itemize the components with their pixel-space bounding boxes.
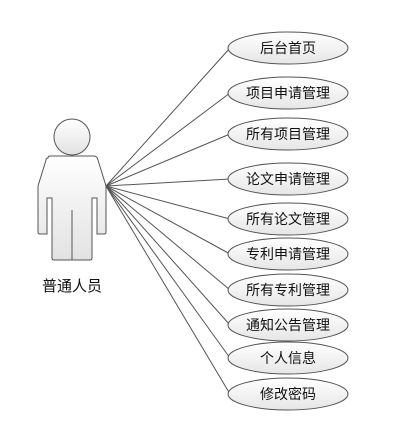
use-case-label: 修改密码 [260, 386, 316, 403]
actor-figure [37, 118, 107, 261]
use-case-list: 后台首页项目申请管理所有项目管理论文申请管理所有论文管理专利申请管理所有专利管理… [227, 31, 349, 411]
use-case-label: 专利申请管理 [246, 247, 330, 263]
use-case-ellipse [227, 341, 349, 375]
use-case-ellipse [227, 273, 349, 307]
use-case-label: 通知公告管理 [246, 317, 330, 334]
use-case-label: 所有论文管理 [246, 212, 330, 228]
association-line [105, 133, 231, 187]
use-case-ellipse [227, 76, 349, 110]
association-line [105, 185, 231, 359]
use-case: 后台首页 [227, 31, 349, 65]
association-line [105, 47, 231, 187]
use-case: 所有项目管理 [227, 117, 349, 151]
use-case-label: 论文申请管理 [246, 172, 330, 188]
use-case-ellipse [227, 308, 349, 342]
use-case-label: 个人信息 [260, 350, 316, 367]
use-case-label: 所有项目管理 [246, 127, 330, 143]
association-line [105, 185, 231, 395]
use-case: 所有专利管理 [227, 273, 349, 307]
association-line [105, 185, 231, 326]
use-case-ellipse [227, 202, 349, 236]
association-line [105, 185, 231, 255]
use-case-ellipse [227, 377, 349, 411]
association-line [105, 185, 231, 220]
association-line [105, 185, 231, 291]
use-case-label: 所有专利管理 [246, 283, 330, 299]
use-case: 专利申请管理 [227, 237, 349, 271]
use-case-ellipse [227, 31, 349, 65]
association-line [105, 92, 231, 187]
association-line [105, 178, 231, 187]
use-case: 所有论文管理 [227, 202, 349, 236]
association-lines [105, 47, 231, 395]
use-case-ellipse [227, 162, 349, 196]
actor-body [37, 155, 107, 261]
use-case-ellipse [227, 237, 349, 271]
actor-head [53, 118, 91, 156]
use-case: 个人信息 [227, 341, 349, 375]
use-case: 项目申请管理 [227, 76, 349, 110]
use-case: 论文申请管理 [227, 162, 349, 196]
use-case-ellipse [227, 117, 349, 151]
use-case: 通知公告管理 [227, 308, 349, 342]
use-case-label: 后台首页 [260, 41, 316, 57]
actor-label: 普通人员 [42, 277, 102, 295]
use-case-label: 项目申请管理 [246, 86, 330, 102]
use-case: 修改密码 [227, 377, 349, 411]
